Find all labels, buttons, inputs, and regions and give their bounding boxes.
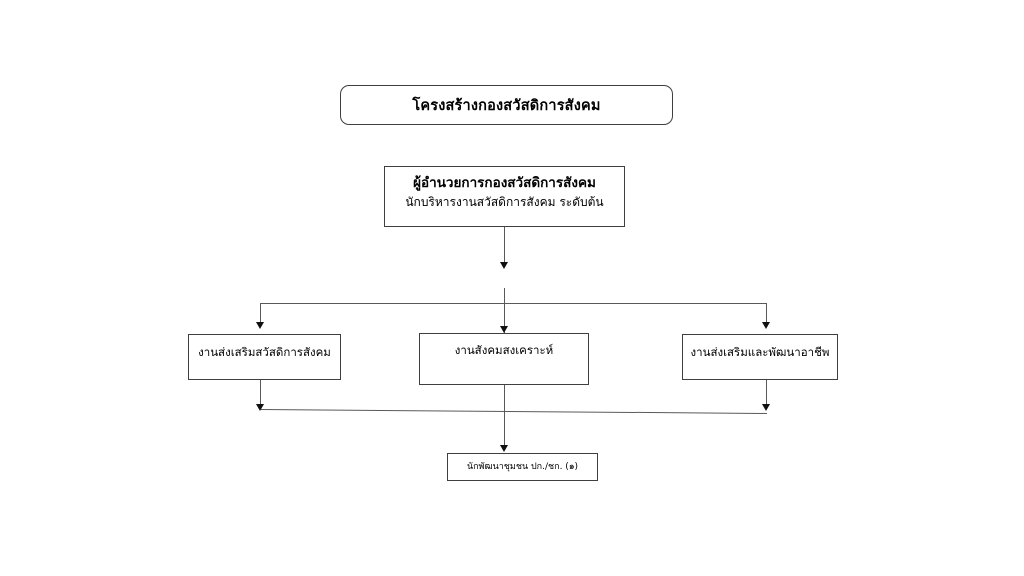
division-label: งานส่งเสริมและพัฒนาอาชีพ (690, 345, 830, 359)
director-rank-label: นักบริหารงานสวัสดิการสังคม ระดับต้น (405, 194, 604, 209)
connector-division-2-drop (766, 303, 767, 325)
division-box-career-development: งานส่งเสริมและพัฒนาอาชีพ (682, 334, 838, 380)
connector-division-2-bottom (766, 380, 767, 408)
director-position-label: ผู้อำนวยการกองสวัสดิการสังคม (413, 175, 596, 191)
division-label: งานสังคมสงเคราะห์ (454, 343, 554, 357)
arrow-division-1-down (500, 326, 508, 333)
division-box-social-welfare-promotion: งานส่งเสริมสวัสดิการสังคม (188, 334, 341, 380)
connector-director-vertical (504, 227, 505, 265)
connector-division-0-bottom (260, 380, 261, 408)
chart-title-box: โครงสร้างกองสวัสดิการสังคม (340, 85, 673, 125)
connector-center-spine (504, 385, 505, 447)
arrow-division-0-down (256, 322, 264, 329)
staff-label: นักพัฒนาชุมชน ปก./ชก. (๑) (466, 461, 579, 472)
chart-title-label: โครงสร้างกองสวัสดิการสังคม (412, 97, 601, 114)
connector-division-0-drop (260, 303, 261, 325)
arrow-collector-right (762, 404, 770, 411)
director-box: ผู้อำนวยการกองสวัสดิการสังคม นักบริหารงา… (384, 166, 625, 227)
connector-bus-stem (504, 288, 505, 334)
staff-box-community-developer: นักพัฒนาชุมชน ปก./ชก. (๑) (447, 453, 598, 481)
arrow-staff-down (500, 445, 508, 452)
division-label: งานส่งเสริมสวัสดิการสังคม (198, 345, 331, 359)
connector-collector-line (260, 409, 767, 414)
arrow-collector-left (256, 404, 264, 411)
arrow-director-down (500, 262, 508, 269)
division-box-social-work: งานสังคมสงเคราะห์ (419, 333, 589, 385)
connector-division-bus (260, 303, 767, 304)
arrow-division-2-down (762, 322, 770, 329)
